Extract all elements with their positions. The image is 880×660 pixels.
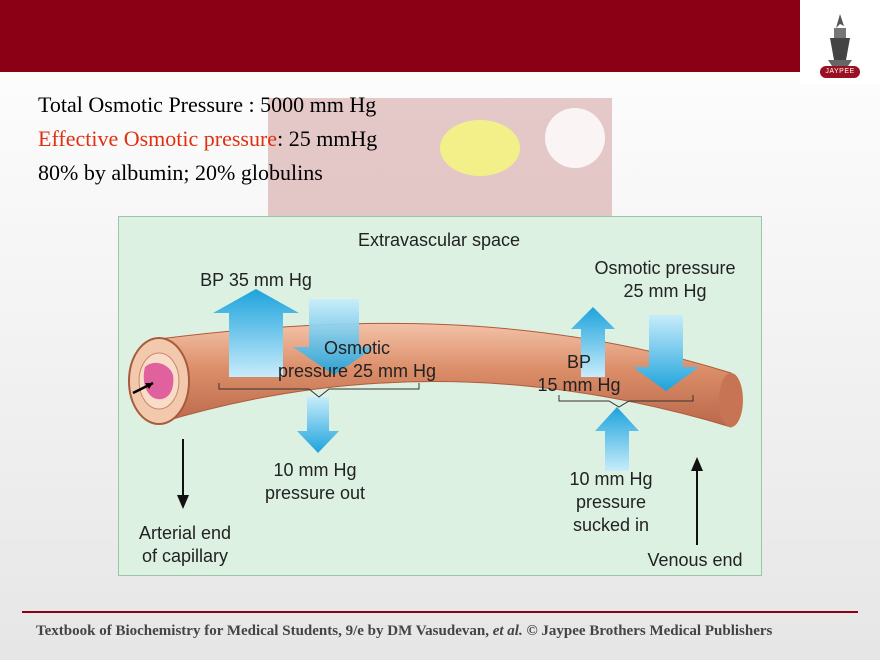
pressure-out-label-1: 10 mm Hg: [273, 460, 356, 480]
pressure-in-label-1: 10 mm Hg: [569, 469, 652, 489]
venous-bp-arrow-icon: [571, 307, 615, 377]
footer-rule: [22, 611, 858, 613]
footer-citation: Textbook of Biochemistry for Medical Stu…: [36, 623, 772, 640]
osmotic-left-label-1: Osmotic: [324, 338, 390, 358]
venous-label: Venous end: [647, 550, 742, 570]
torch-logo-icon: [828, 14, 852, 66]
pressure-in-label-3: sucked in: [573, 515, 649, 535]
lumen-icon: [143, 362, 174, 400]
distribution-line: 80% by albumin; 20% globulins: [38, 160, 323, 185]
extravascular-label: Extravascular space: [358, 230, 520, 250]
capillary-diagram: Extravascular space BP 35 mm Hg Osmotic …: [118, 216, 762, 576]
effective-pressure-label: Effective Osmotic pressure: [38, 126, 278, 151]
osmotic-right-label-2: 25 mm Hg: [623, 281, 706, 301]
bp-right-label-1: BP: [567, 352, 591, 372]
osmotic-in-arrow-icon: [293, 299, 375, 375]
venous-brace: [558, 395, 694, 408]
arterial-brace: [218, 383, 420, 398]
footer-text-italic: et al.: [492, 623, 523, 639]
effective-pressure-value: : 25 mmHg: [277, 126, 378, 151]
footer-text-pre: Textbook of Biochemistry for Medical Stu…: [36, 623, 493, 639]
watermark-sticker: [440, 120, 520, 176]
arterial-label-1: Arterial end: [139, 523, 231, 543]
pressure-out-arrow-icon: [297, 397, 339, 453]
osmotic-right-label-1: Osmotic pressure: [594, 258, 735, 278]
effective-pressure-line: Effective Osmotic pressure: 25 mmHg: [38, 126, 377, 152]
header-bar: [0, 0, 800, 72]
pressure-in-label-2: pressure: [576, 492, 646, 512]
footer-text-post: © Jaypee Brothers Medical Publishers: [522, 623, 773, 639]
osmotic-left-label-2: pressure 25 mm Hg: [278, 361, 436, 381]
watermark-circle: [545, 108, 605, 168]
venous-end-cap: [719, 373, 743, 427]
bp-left-label: BP 35 mm Hg: [200, 270, 312, 290]
pressure-out-label-2: pressure out: [265, 483, 365, 503]
venous-osmotic-arrow-icon: [633, 315, 699, 391]
arterial-label-2: of capillary: [142, 546, 228, 566]
pressure-in-arrow-icon: [595, 407, 639, 471]
capillary-svg: Extravascular space BP 35 mm Hg Osmotic …: [128, 230, 743, 570]
logo-label: JAYPEE: [820, 66, 860, 78]
bp-out-arrow-icon: [213, 289, 299, 377]
bp-right-label-2: 15 mm Hg: [537, 375, 620, 395]
total-pressure-line: Total Osmotic Pressure : 5000 mm Hg: [38, 92, 377, 117]
